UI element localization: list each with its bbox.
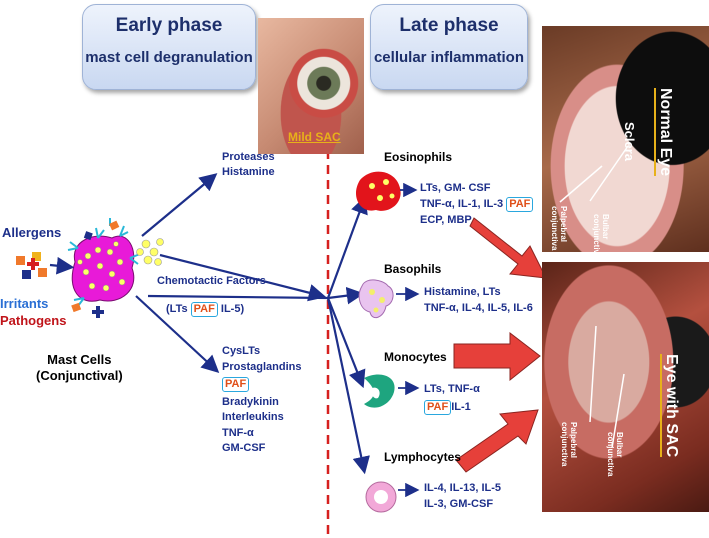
allergens-label: Allergens <box>2 225 62 240</box>
chemotactic-items: (LTs PAF IL-5) <box>166 302 244 317</box>
lymphocytes-line2: IL-3, GM-CSF <box>424 498 494 510</box>
sac-eye-photo: Eye with SAC Bulbar conjunctiva Palpebra… <box>542 262 709 512</box>
pathogens-label: Pathogens <box>0 313 67 328</box>
chemotactic-pre: (LTs <box>166 303 188 315</box>
irritants-label: Irritants <box>0 296 49 311</box>
basophils-mediators: Histamine, LTs TNF-α, IL-4, IL-5, IL-6 <box>424 284 533 316</box>
early-phase-subtitle: mast cell degranulation <box>85 49 253 66</box>
sac-bulbar-label: Bulbar conjunctiva <box>606 432 624 477</box>
paf-badge: PAF <box>222 377 250 392</box>
top-mediators: Proteases Histamine <box>222 150 275 180</box>
sac-eye-label: Eye with SAC <box>660 354 680 458</box>
normal-eye-label: Normal Eye <box>654 88 674 177</box>
gm-csf-text: GM-CSF <box>222 442 266 454</box>
eosinophils-line3: ECP, MBP <box>420 214 472 226</box>
sac-palpebral-label: Palpebral conjunctiva <box>560 422 578 467</box>
sclera-label: Sclera <box>622 122 637 162</box>
lymphocytes-mediators: IL-4, IL-13, IL-5 IL-3, GM-CSF <box>424 480 501 512</box>
monocytes-line1: LTs, TNF-α <box>424 383 480 395</box>
basophil-graphic <box>358 279 394 319</box>
tnf-alpha-text: TNF-α <box>222 426 254 439</box>
mild-sac-label: Mild SAC <box>288 130 341 144</box>
paf-badge: PAF <box>424 400 452 415</box>
monocytes-line2: IL-1 <box>451 401 471 413</box>
normal-palpebral-label: Palpebral conjunctiva <box>550 206 568 251</box>
eosinophil-graphic <box>355 171 401 211</box>
arrow-to-lower-mediators <box>135 295 220 373</box>
interleukins-text: Interleukins <box>222 411 284 423</box>
basophils-title: Basophils <box>384 262 442 276</box>
lymphocyte-graphic <box>365 481 397 513</box>
basophils-line2: TNF-α, IL-4, IL-5, IL-6 <box>424 302 533 314</box>
histamine-text: Histamine <box>222 166 275 178</box>
mast-cell-graphic <box>67 218 164 318</box>
mast-cells-line1: Mast Cells <box>47 352 112 367</box>
lower-mediators: CysLTs Prostaglandins PAF Bradykinin Int… <box>222 344 301 457</box>
paf-badge: PAF <box>190 302 218 317</box>
lymphocytes-line1: IL-4, IL-13, IL-5 <box>424 482 502 494</box>
late-phase-title: Late phase <box>399 15 499 36</box>
paf-badge: PAF <box>506 197 534 212</box>
eosinophils-line1: LTs, GM- CSF <box>420 182 491 194</box>
arrow-to-chemotactic <box>159 253 327 302</box>
basophils-line1: Histamine, LTs <box>424 286 501 298</box>
early-phase-title: Early phase <box>115 15 223 36</box>
mast-cells-line2: (Conjunctival) <box>36 368 123 383</box>
eosinophils-title: Eosinophils <box>384 150 453 164</box>
allergen-particles-graphic <box>16 252 47 279</box>
cyslts-text: CysLTs <box>222 345 261 357</box>
lymphocytes-title: Lymphocytes <box>384 450 461 464</box>
red-arrows <box>453 217 547 473</box>
normal-eye-photo: Normal Eye Sclera Bulbar conjunctiva Pal… <box>542 26 709 252</box>
late-phase-subtitle: cellular inflammation <box>373 49 525 66</box>
chemotactic-post: IL-5) <box>220 303 245 315</box>
eosinophils-mediators: LTs, GM- CSF TNF-α, IL-1, IL-3 PAF ECP, … <box>420 180 534 228</box>
eosinophils-line2: TNF-α, IL-1, IL-3 <box>420 198 504 210</box>
prostaglandins-text: Prostaglandins <box>222 360 302 373</box>
normal-bulbar-label: Bulbar conjunctiva <box>592 214 610 252</box>
monocyte-graphic <box>364 374 395 408</box>
chemotactic-title: Chemotactic Factors <box>157 275 266 287</box>
bradykinin-text: Bradykinin <box>222 395 279 408</box>
proteases-text: Proteases <box>222 151 275 163</box>
mild-sac-photo: Mild SAC <box>258 18 364 154</box>
arrow-to-proteases <box>141 173 218 237</box>
mast-cells-label: Mast Cells (Conjunctival) <box>36 352 123 384</box>
late-phase-box: Late phase cellular inflammation <box>370 4 528 90</box>
early-phase-box: Early phase mast cell degranulation <box>82 4 256 90</box>
monocytes-title: Monocytes <box>384 350 447 364</box>
